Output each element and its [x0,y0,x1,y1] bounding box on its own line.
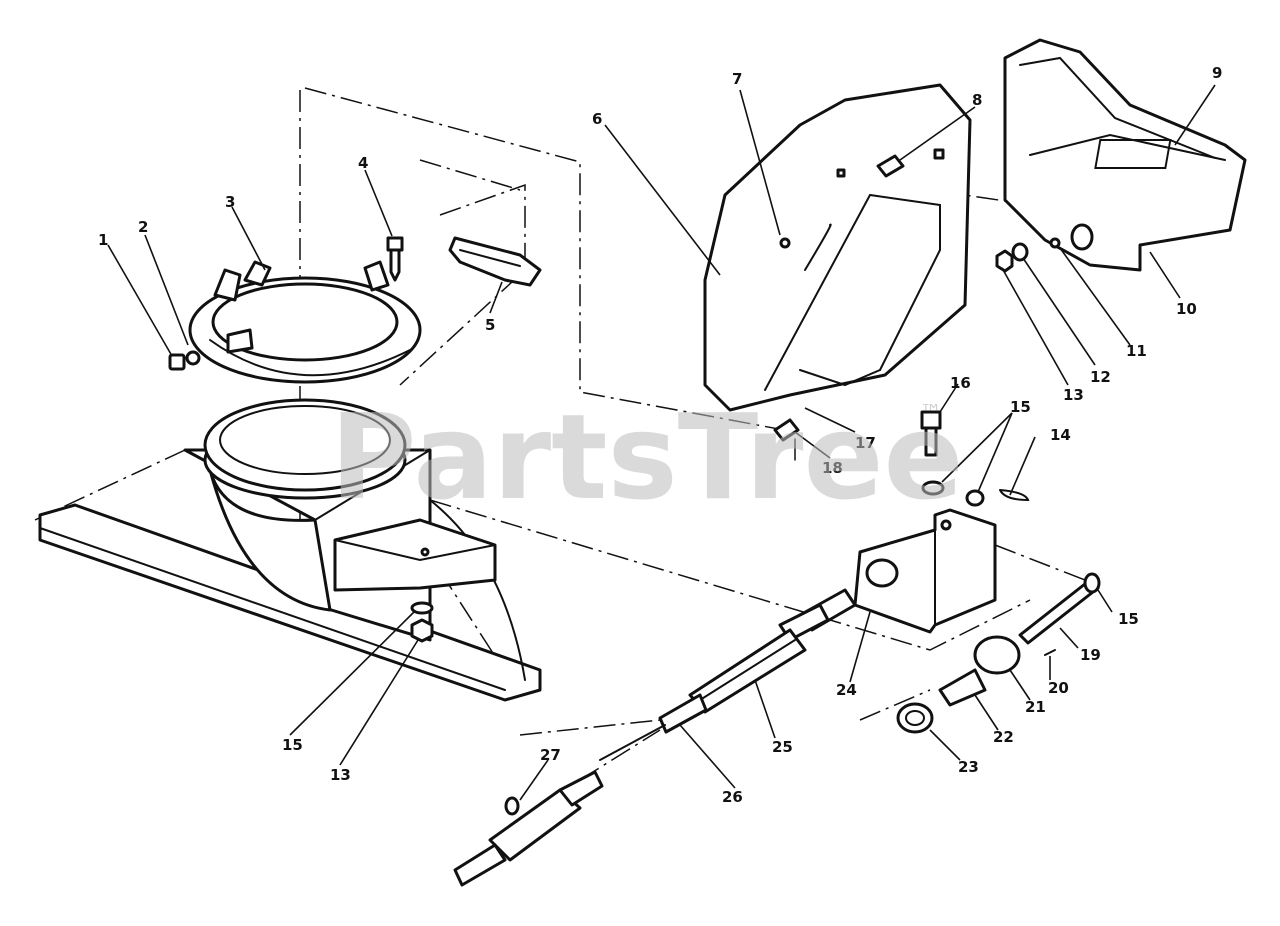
callout-19: 19 [1080,646,1101,664]
cable-bracket [853,508,997,634]
callout-7: 7 [732,70,742,88]
callout-22: 22 [993,728,1014,746]
callout-15c: 15 [282,736,303,754]
watermark-text: PartsTree [330,388,964,526]
callout-numbers: 1 2 3 4 5 6 7 8 9 10 11 12 13 13 14 15 1… [98,64,1222,806]
callout-10: 10 [1176,300,1197,318]
callout-18: 18 [822,459,843,477]
callout-2: 2 [138,218,148,236]
deflector-bolts [773,154,905,442]
callout-11: 11 [1126,342,1147,360]
callout-13a: 13 [1063,386,1084,404]
callout-5: 5 [485,316,495,334]
mount-hardware [920,410,1030,507]
support-bracket [333,518,497,592]
callout-3: 3 [225,193,235,211]
control-cable [453,588,857,887]
callout-25: 25 [772,738,793,756]
watermark: PartsTree ™ [330,388,964,526]
callout-13b: 13 [330,766,351,784]
chute-ring [188,260,422,384]
callout-21: 21 [1025,698,1046,716]
callout-8: 8 [972,91,982,109]
cap-hardware [995,237,1061,273]
rod-fittings [896,572,1101,734]
callout-1: 1 [98,231,108,249]
chute-cap [1003,38,1247,272]
clamp-bracket [448,236,542,287]
washer-nut [410,601,434,643]
callout-9: 9 [1212,64,1222,82]
callout-17: 17 [855,434,876,452]
chute-deflector [703,83,972,412]
callout-27: 27 [540,746,561,764]
callout-15b: 15 [1118,610,1139,628]
callout-16: 16 [950,374,971,392]
callout-23: 23 [958,758,979,776]
callout-26: 26 [722,788,743,806]
callout-6: 6 [592,110,602,128]
callout-20: 20 [1048,679,1069,697]
watermark-trademark: ™ [920,401,942,426]
callout-15a: 15 [1010,398,1031,416]
callout-4: 4 [358,154,368,172]
callout-24: 24 [836,681,857,699]
callout-12: 12 [1090,368,1111,386]
callout-leaders [107,84,1216,801]
screw [386,236,404,282]
bolt-and-washer [168,350,201,371]
callout-14: 14 [1050,426,1071,444]
